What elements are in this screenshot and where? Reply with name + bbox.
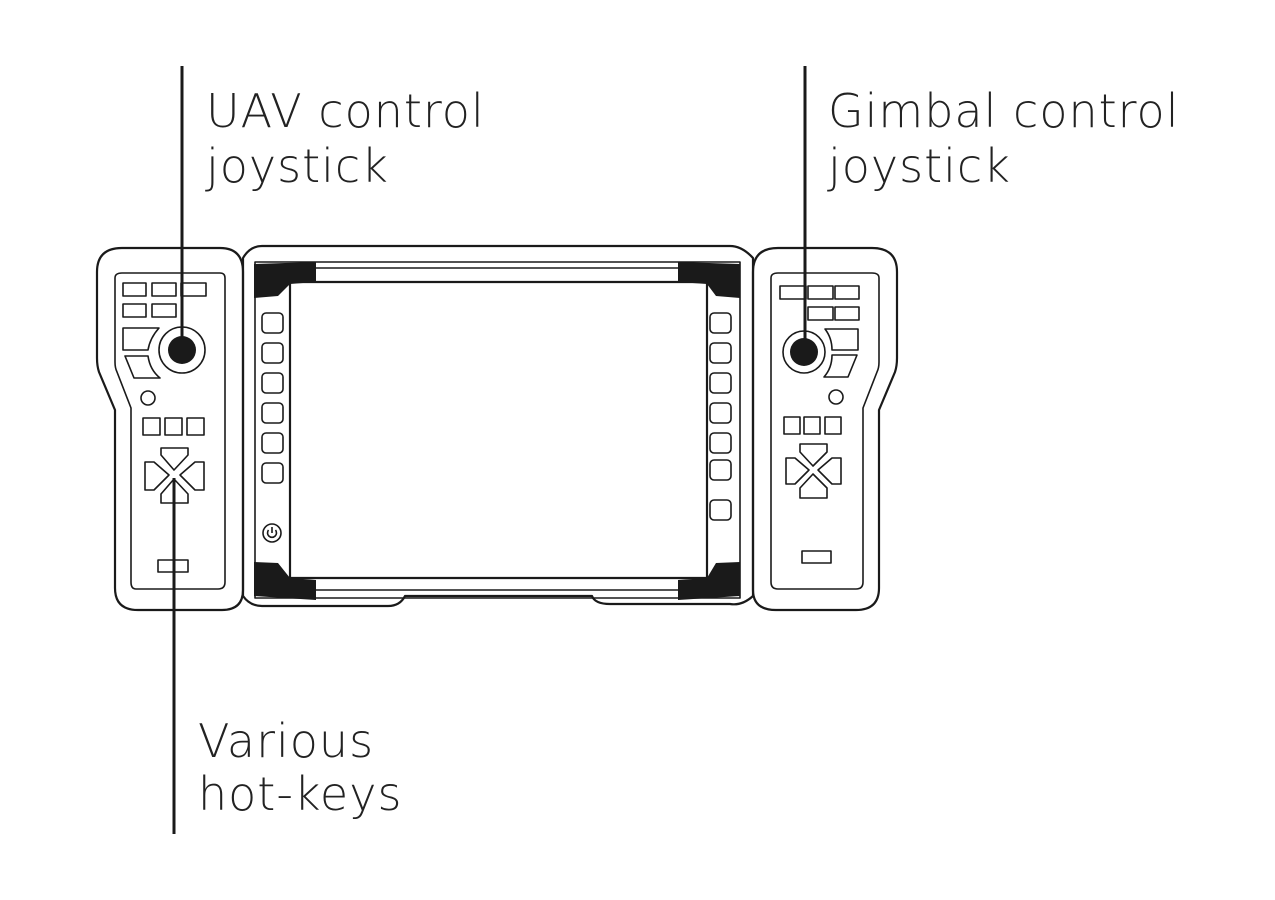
side-key[interactable] bbox=[709, 432, 732, 454]
hot-key[interactable] bbox=[783, 416, 801, 435]
dpad[interactable] bbox=[144, 447, 205, 504]
side-key[interactable] bbox=[261, 402, 284, 424]
corner-bumper bbox=[254, 262, 316, 298]
indicator-led bbox=[828, 389, 844, 405]
uav-label-line1: UAV control bbox=[206, 84, 485, 138]
gimbal-label-line2: joystick bbox=[827, 139, 1011, 193]
hot-key[interactable] bbox=[803, 416, 821, 435]
center-display-unit bbox=[241, 244, 755, 608]
hot-key[interactable] bbox=[151, 303, 177, 318]
hot-key[interactable] bbox=[122, 303, 147, 318]
right-controller bbox=[751, 246, 899, 612]
hot-key[interactable] bbox=[801, 550, 832, 564]
corner-bumper bbox=[254, 562, 316, 600]
hot-key[interactable] bbox=[824, 416, 842, 435]
side-key[interactable] bbox=[709, 312, 732, 334]
left-side-keys bbox=[261, 312, 284, 484]
right-side-keys bbox=[709, 312, 732, 521]
hot-key[interactable] bbox=[834, 285, 860, 300]
uav-joystick-label: UAV control joystick bbox=[205, 84, 485, 193]
hot-key[interactable] bbox=[151, 282, 177, 297]
hot-key[interactable] bbox=[834, 306, 860, 321]
uav-joystick[interactable] bbox=[168, 336, 196, 364]
hot-keys-label-line1: Various bbox=[198, 714, 374, 768]
hot-key[interactable] bbox=[823, 354, 858, 378]
side-key[interactable] bbox=[709, 402, 732, 424]
hot-key[interactable] bbox=[122, 282, 147, 297]
side-key[interactable] bbox=[261, 342, 284, 364]
hot-key[interactable] bbox=[124, 355, 161, 379]
hot-key[interactable] bbox=[122, 327, 160, 351]
side-key[interactable] bbox=[709, 459, 732, 481]
hot-key[interactable] bbox=[142, 417, 161, 436]
corner-bumper bbox=[678, 262, 740, 298]
hot-key[interactable] bbox=[807, 285, 834, 300]
hot-key[interactable] bbox=[779, 285, 807, 300]
hot-keys-label-line2: hot-keys bbox=[198, 767, 402, 821]
display-screen bbox=[288, 280, 709, 580]
side-key[interactable] bbox=[261, 462, 284, 484]
hot-key[interactable] bbox=[807, 306, 834, 321]
hot-keys-label: Various hot-keys bbox=[198, 714, 402, 821]
side-key[interactable] bbox=[261, 432, 284, 454]
side-key[interactable] bbox=[709, 372, 732, 394]
left-controller bbox=[95, 246, 245, 612]
uav-label-line2: joystick bbox=[205, 139, 389, 193]
power-icon[interactable] bbox=[262, 523, 282, 543]
side-key[interactable] bbox=[709, 499, 732, 521]
corner-bumper bbox=[678, 562, 740, 600]
hot-key[interactable] bbox=[180, 282, 207, 297]
gimbal-label-line1: Gimbal control bbox=[828, 84, 1179, 138]
hot-key[interactable] bbox=[824, 328, 859, 351]
side-key[interactable] bbox=[261, 312, 284, 334]
side-key[interactable] bbox=[709, 342, 732, 364]
dpad[interactable] bbox=[785, 443, 842, 499]
hot-key[interactable] bbox=[164, 417, 183, 436]
indicator-led bbox=[140, 390, 156, 406]
side-key[interactable] bbox=[261, 372, 284, 394]
hot-key[interactable] bbox=[186, 417, 205, 436]
gimbal-joystick-label: Gimbal control joystick bbox=[827, 84, 1179, 193]
gimbal-joystick[interactable] bbox=[790, 338, 818, 366]
